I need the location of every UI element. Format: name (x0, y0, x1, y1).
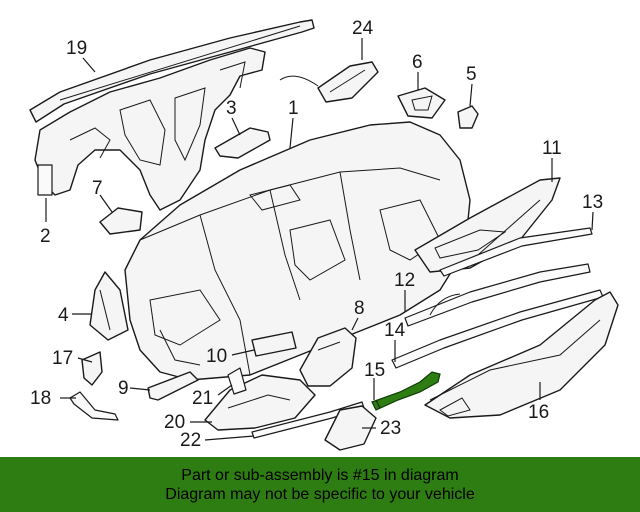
callout-19: 19 (66, 38, 87, 59)
part-6-vent (397, 87, 446, 119)
callout-2: 2 (40, 226, 51, 247)
callout-13: 13 (582, 192, 603, 213)
part-2-frame (34, 47, 266, 211)
callout-6: 6 (412, 52, 423, 73)
part-18 (69, 391, 119, 421)
info-banner: Part or sub-assembly is #15 in diagram D… (0, 457, 640, 512)
callout-14: 14 (384, 320, 406, 341)
callout-17: 17 (52, 348, 73, 369)
part-12-trim (404, 263, 591, 327)
callout-23: 23 (380, 418, 401, 439)
banner-line-1: Part or sub-assembly is #15 in diagram (181, 466, 459, 484)
callout-12: 12 (394, 270, 415, 291)
part-8-bracket (299, 327, 357, 387)
part-17 (81, 351, 103, 386)
part-20-21-console (204, 367, 316, 431)
callout-16: 16 (528, 402, 549, 423)
callout-3: 3 (226, 98, 237, 119)
part-5 (457, 105, 479, 129)
part-19-beam (29, 19, 315, 123)
callout-18: 18 (30, 388, 51, 409)
part-13-strip (439, 227, 593, 277)
callout-21: 21 (192, 388, 213, 409)
leader-lines (45, 38, 594, 441)
callout-7: 7 (92, 178, 103, 199)
callout-11: 11 (542, 138, 562, 159)
part-15-highlighted (371, 371, 441, 411)
part-24-duct (279, 61, 379, 103)
callout-10: 10 (206, 346, 227, 367)
part-3 (214, 127, 271, 159)
parts-diagram: 19 24 6 5 3 1 2 7 4 11 13 12 8 14 10 17 … (29, 18, 619, 451)
callout-24: 24 (352, 18, 374, 39)
part-16-panel (424, 291, 619, 419)
part-7 (99, 207, 143, 235)
part-4-end-cap (89, 271, 129, 341)
callout-20: 20 (164, 412, 185, 433)
callout-15: 15 (364, 360, 385, 381)
callout-4: 4 (58, 305, 69, 326)
callout-9: 9 (118, 378, 129, 399)
callout-1: 1 (288, 98, 299, 119)
part-9 (147, 371, 199, 401)
callout-5: 5 (466, 64, 477, 85)
part-10 (251, 331, 297, 357)
callout-22: 22 (180, 430, 201, 451)
banner-line-2: Diagram may not be specific to your vehi… (165, 485, 475, 503)
callout-8: 8 (354, 298, 365, 319)
callout-labels: 19 24 6 5 3 1 2 7 4 11 13 12 8 14 10 17 … (30, 18, 603, 451)
part-23 (324, 405, 377, 451)
